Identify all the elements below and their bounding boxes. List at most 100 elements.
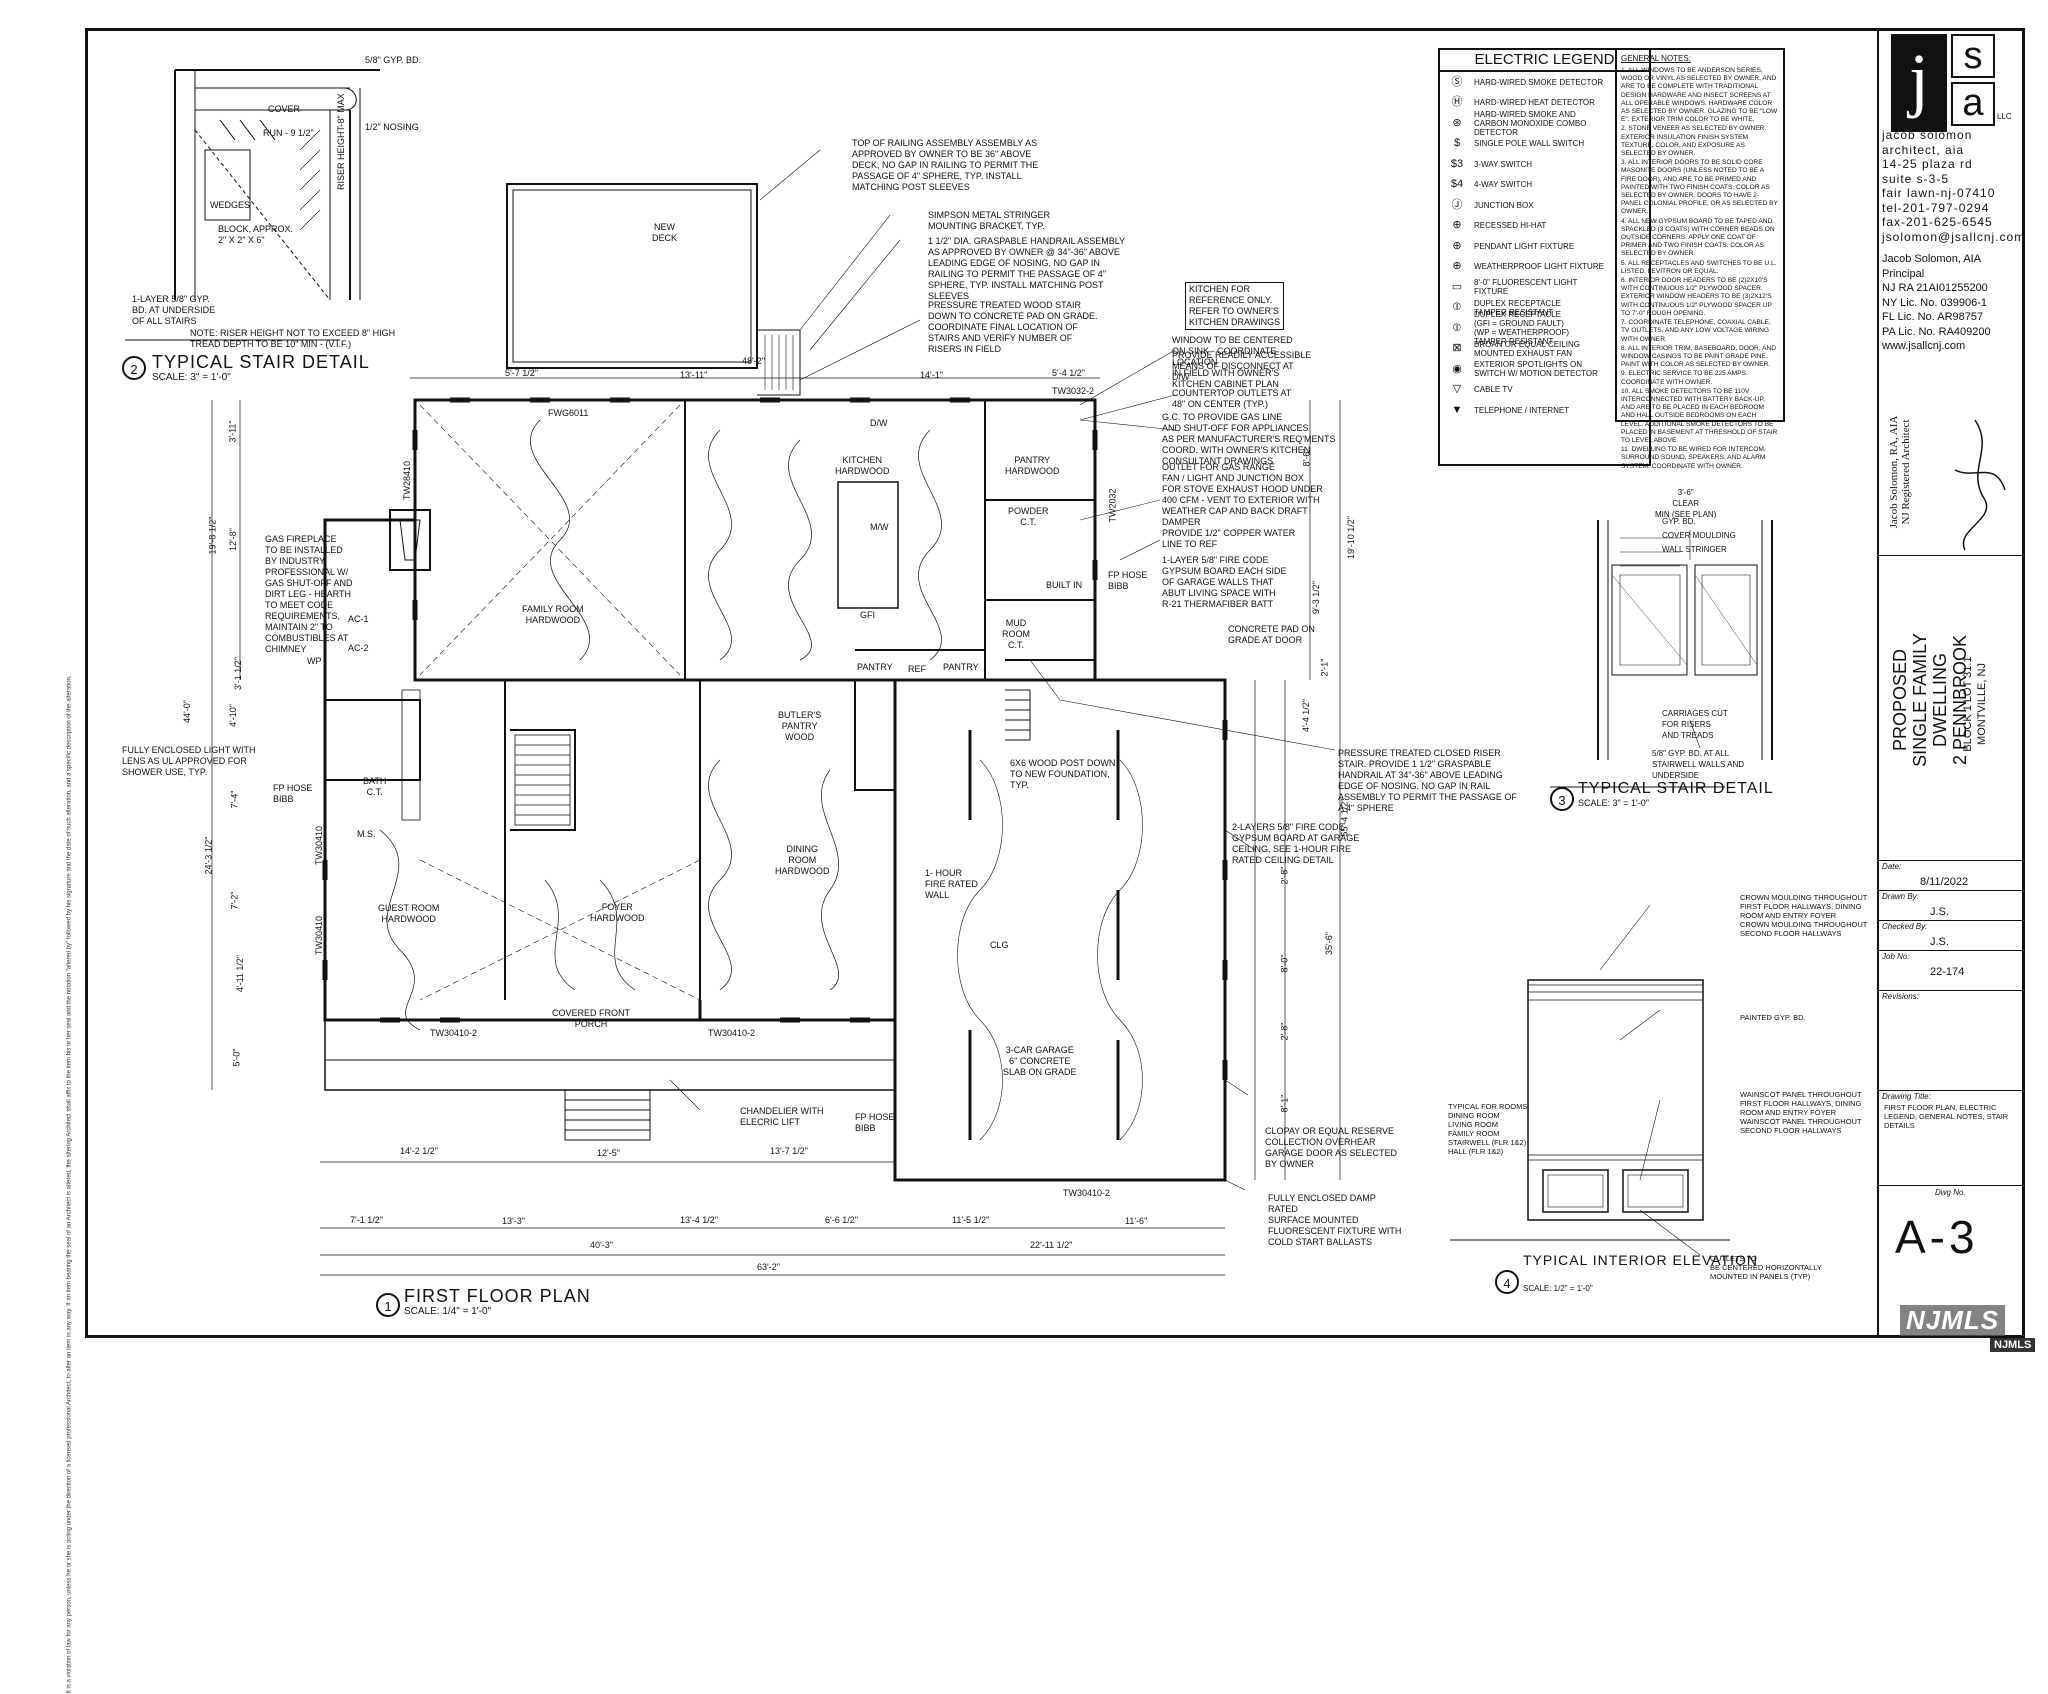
- tag-pantry-1: PANTRY: [857, 662, 893, 672]
- note-onehour: 1- HOUR FIRE RATED WALL: [925, 868, 978, 900]
- note-gas: G.C. TO PROVIDE GAS LINE AND SHUT-OFF FO…: [1162, 412, 1336, 466]
- tb-divider-2: [1877, 860, 2023, 861]
- family-room-ceiling: [419, 404, 701, 1001]
- date-value: 8/11/2022: [1920, 876, 1969, 888]
- stair2-note-block: BLOCK, APPROX. 2" X 2" X 6": [218, 224, 294, 245]
- dim-top-3: 14'-1": [920, 370, 943, 380]
- job-label: Job No:: [1882, 952, 1910, 961]
- plan-marker: 1: [376, 1293, 400, 1317]
- legend-label: RECESSED HI-HAT: [1474, 221, 1547, 231]
- legend-symbol-icon: ⦶: [1453, 321, 1461, 334]
- elev-note-wainscot: WAINSCOT PANEL THROUGHOUT FIRST FLOOR HA…: [1740, 1090, 1862, 1135]
- tag-tw2032: TW2032: [1107, 488, 1118, 523]
- dim-left-8: 24'-3 1/2": [203, 836, 214, 875]
- note-post: 6x6 WOOD POST DOWN TO NEW FOUNDATION, TY…: [1010, 758, 1116, 790]
- legend-label: PENDANT LIGHT FIXTURE: [1474, 241, 1575, 251]
- dim-bottom-12: 63'-2": [757, 1262, 780, 1272]
- stair3-note-stringer: WALL STRINGER: [1662, 545, 1727, 554]
- stair3-note-clear: 3'-6" CLEAR MIN (SEE PLAN): [1655, 488, 1717, 519]
- njmls-watermark: NJMLS: [1900, 1305, 2006, 1336]
- room-bath: BATH C.T.: [363, 776, 387, 797]
- dim-bottom-5: 13'-3": [502, 1216, 525, 1226]
- legend-label: HARD-WIRED SMOKE AND CARBON MONOXIDE COM…: [1474, 109, 1587, 137]
- tag-tw30410-5: TW30410: [314, 915, 325, 956]
- note-fireplace: GAS FIREPLACE TO BE INSTALLED BY INDUSTR…: [265, 534, 353, 654]
- dim-right-9: 8'-0": [1279, 954, 1290, 973]
- tb-divider-3: [1877, 890, 2023, 891]
- dim-top-1: 5'-7 1/2": [505, 368, 538, 378]
- window-ticks: [322, 397, 1228, 1080]
- legend-item: ⊛HARD-WIRED SMOKE AND CARBON MONOXIDE CO…: [1440, 109, 1649, 137]
- general-note-item: 4. ALL NEW GYPSUM BOARD TO BE TAPED AND …: [1621, 217, 1775, 258]
- hall-stair: [401, 689, 571, 826]
- checked-value: J.S.: [1930, 936, 1949, 948]
- firm-info: jacob solomon architect, aia 14-25 plaza…: [1882, 128, 2026, 244]
- dim-bottom-7: 6'-6 1/2": [825, 1215, 858, 1225]
- stair-detail-2-lines: [125, 69, 380, 341]
- dim-left-9: 7'-2": [229, 891, 240, 910]
- tag-wp: WP: [307, 656, 322, 666]
- legend-item: ⊕ PENDANT LIGHT FIXTURE: [1440, 236, 1649, 257]
- seal-text: Jacob Solomon, RA, AIA NJ Registered Arc…: [1888, 415, 1912, 529]
- tag-tw3032: TW3032-2: [1052, 386, 1095, 396]
- tag-ac2: AC-2: [348, 643, 369, 653]
- note-firecode: 1-LAYER 5/8" FIRE CODE GYPSUM BOARD EACH…: [1162, 555, 1287, 609]
- stair3-note-carriages: CARRIAGES CUT FOR RISERS AND TREADS: [1662, 709, 1728, 740]
- tb-divider-6: [1877, 990, 2023, 991]
- elevation-lines: [1450, 979, 1730, 1241]
- room-family: FAMILY ROOM HARDWOOD: [522, 604, 584, 625]
- note-twolayer: 2-LAYERS 5/8" FIRE CODE GYPSUM BOARD AT …: [1232, 822, 1360, 865]
- legend-item: ▭8'-0" FLUORESCENT LIGHT FIXTURE: [1440, 277, 1649, 298]
- garage-elements: [957, 689, 1143, 1141]
- legend-symbol-icon: ⊕: [1452, 260, 1462, 273]
- room-dining: DINING ROOM HARDWOOD: [775, 844, 830, 876]
- legend-item: ▼TELEPHONE / INTERNET: [1440, 400, 1649, 421]
- detail-2-marker: 2: [122, 356, 146, 380]
- tag-tw30410-1: TW30410-2: [430, 1028, 478, 1038]
- interior-walls: [325, 400, 1095, 1000]
- njmls-watermark-small: NJMLS: [1990, 1338, 2036, 1352]
- tb-divider-4: [1877, 920, 2023, 921]
- legend-symbol-icon: $: [1453, 137, 1461, 150]
- dim-left-4: 3'-1 1/2": [232, 657, 243, 690]
- signature: [1954, 419, 2006, 551]
- dim-right-1: 8'-6": [1301, 448, 1312, 467]
- tb-divider-8: [1877, 1185, 2023, 1186]
- note-fphose2: FP HOSE BIBB: [273, 783, 313, 804]
- detail-3-title: TYPICAL STAIR DETAIL: [1578, 780, 1774, 797]
- logo-j: j: [1891, 34, 1947, 132]
- tb-divider-7: [1877, 1090, 2023, 1091]
- job-value: 22-174: [1930, 966, 1965, 978]
- general-note-item: 1. ALL WINDOWS TO BE ANDERSON SERIES, WO…: [1621, 67, 1778, 124]
- legend-label: DUPLEX RECEPTACLE (GFI = GROUND FAULT) (…: [1474, 310, 1570, 347]
- legend-label: BROAN OR EQUAL CEILING MOUNTED EXHAUST F…: [1474, 339, 1580, 358]
- tag-tw30410-3: TW30410-2: [1063, 1188, 1111, 1198]
- elev-note-painted: PAINTED GYP. BD.: [1740, 1013, 1806, 1022]
- dim-bottom-2: 12'-5": [597, 1148, 620, 1158]
- legend-item: ◉EXTERIOR SPOTLIGHTS ON SWITCH W/ MOTION…: [1440, 359, 1649, 380]
- note-handrail: 1 1/2" DIA. GRASPABLE HANDRAIL ASSEMBLY …: [928, 236, 1126, 301]
- room-butler: BUTLER'S PANTRY WOOD: [778, 710, 822, 742]
- leader-lines: [669, 149, 1701, 1256]
- stair2-note-riser: RISER HEIGHT-8" MAX: [336, 93, 346, 190]
- dim-left-10: 4'-11 1/2": [235, 954, 246, 993]
- drawn-value: J.S.: [1930, 906, 1949, 918]
- note-copper: PROVIDE 1/2" COPPER WATER LINE TO REF: [1162, 528, 1296, 549]
- legend-symbol-icon: ⊕: [1452, 239, 1462, 252]
- elev-note-crown: CROWN MOULDING THROUGHOUT FIRST FLOOR HA…: [1740, 893, 1868, 938]
- dim-bottom-4: 7'-1 1/2": [350, 1215, 383, 1225]
- logo-s: s: [1951, 34, 1995, 78]
- dim-bottom-6: 13'-4 1/2": [680, 1215, 718, 1225]
- dim-right-3: 9'-3 1/2": [1310, 581, 1321, 614]
- legend-label: DUPLEX RECEPTACLE TAMPER RESISTANT: [1474, 298, 1561, 317]
- stair2-note-cover: COVER: [268, 104, 301, 114]
- dim-bottom-9: 11'-6": [1125, 1216, 1148, 1226]
- title-block: j s a LLC: [1877, 28, 2025, 1338]
- legend-symbol-icon: Ⓗ: [1451, 96, 1463, 109]
- legend-item: ⊠BROAN OR EQUAL CEILING MOUNTED EXHAUST …: [1440, 339, 1649, 360]
- tag-dw: D/W: [870, 418, 888, 428]
- tag-builtin: BUILT IN: [1046, 580, 1083, 590]
- dim-top-4: 5'-4 1/2": [1052, 368, 1085, 378]
